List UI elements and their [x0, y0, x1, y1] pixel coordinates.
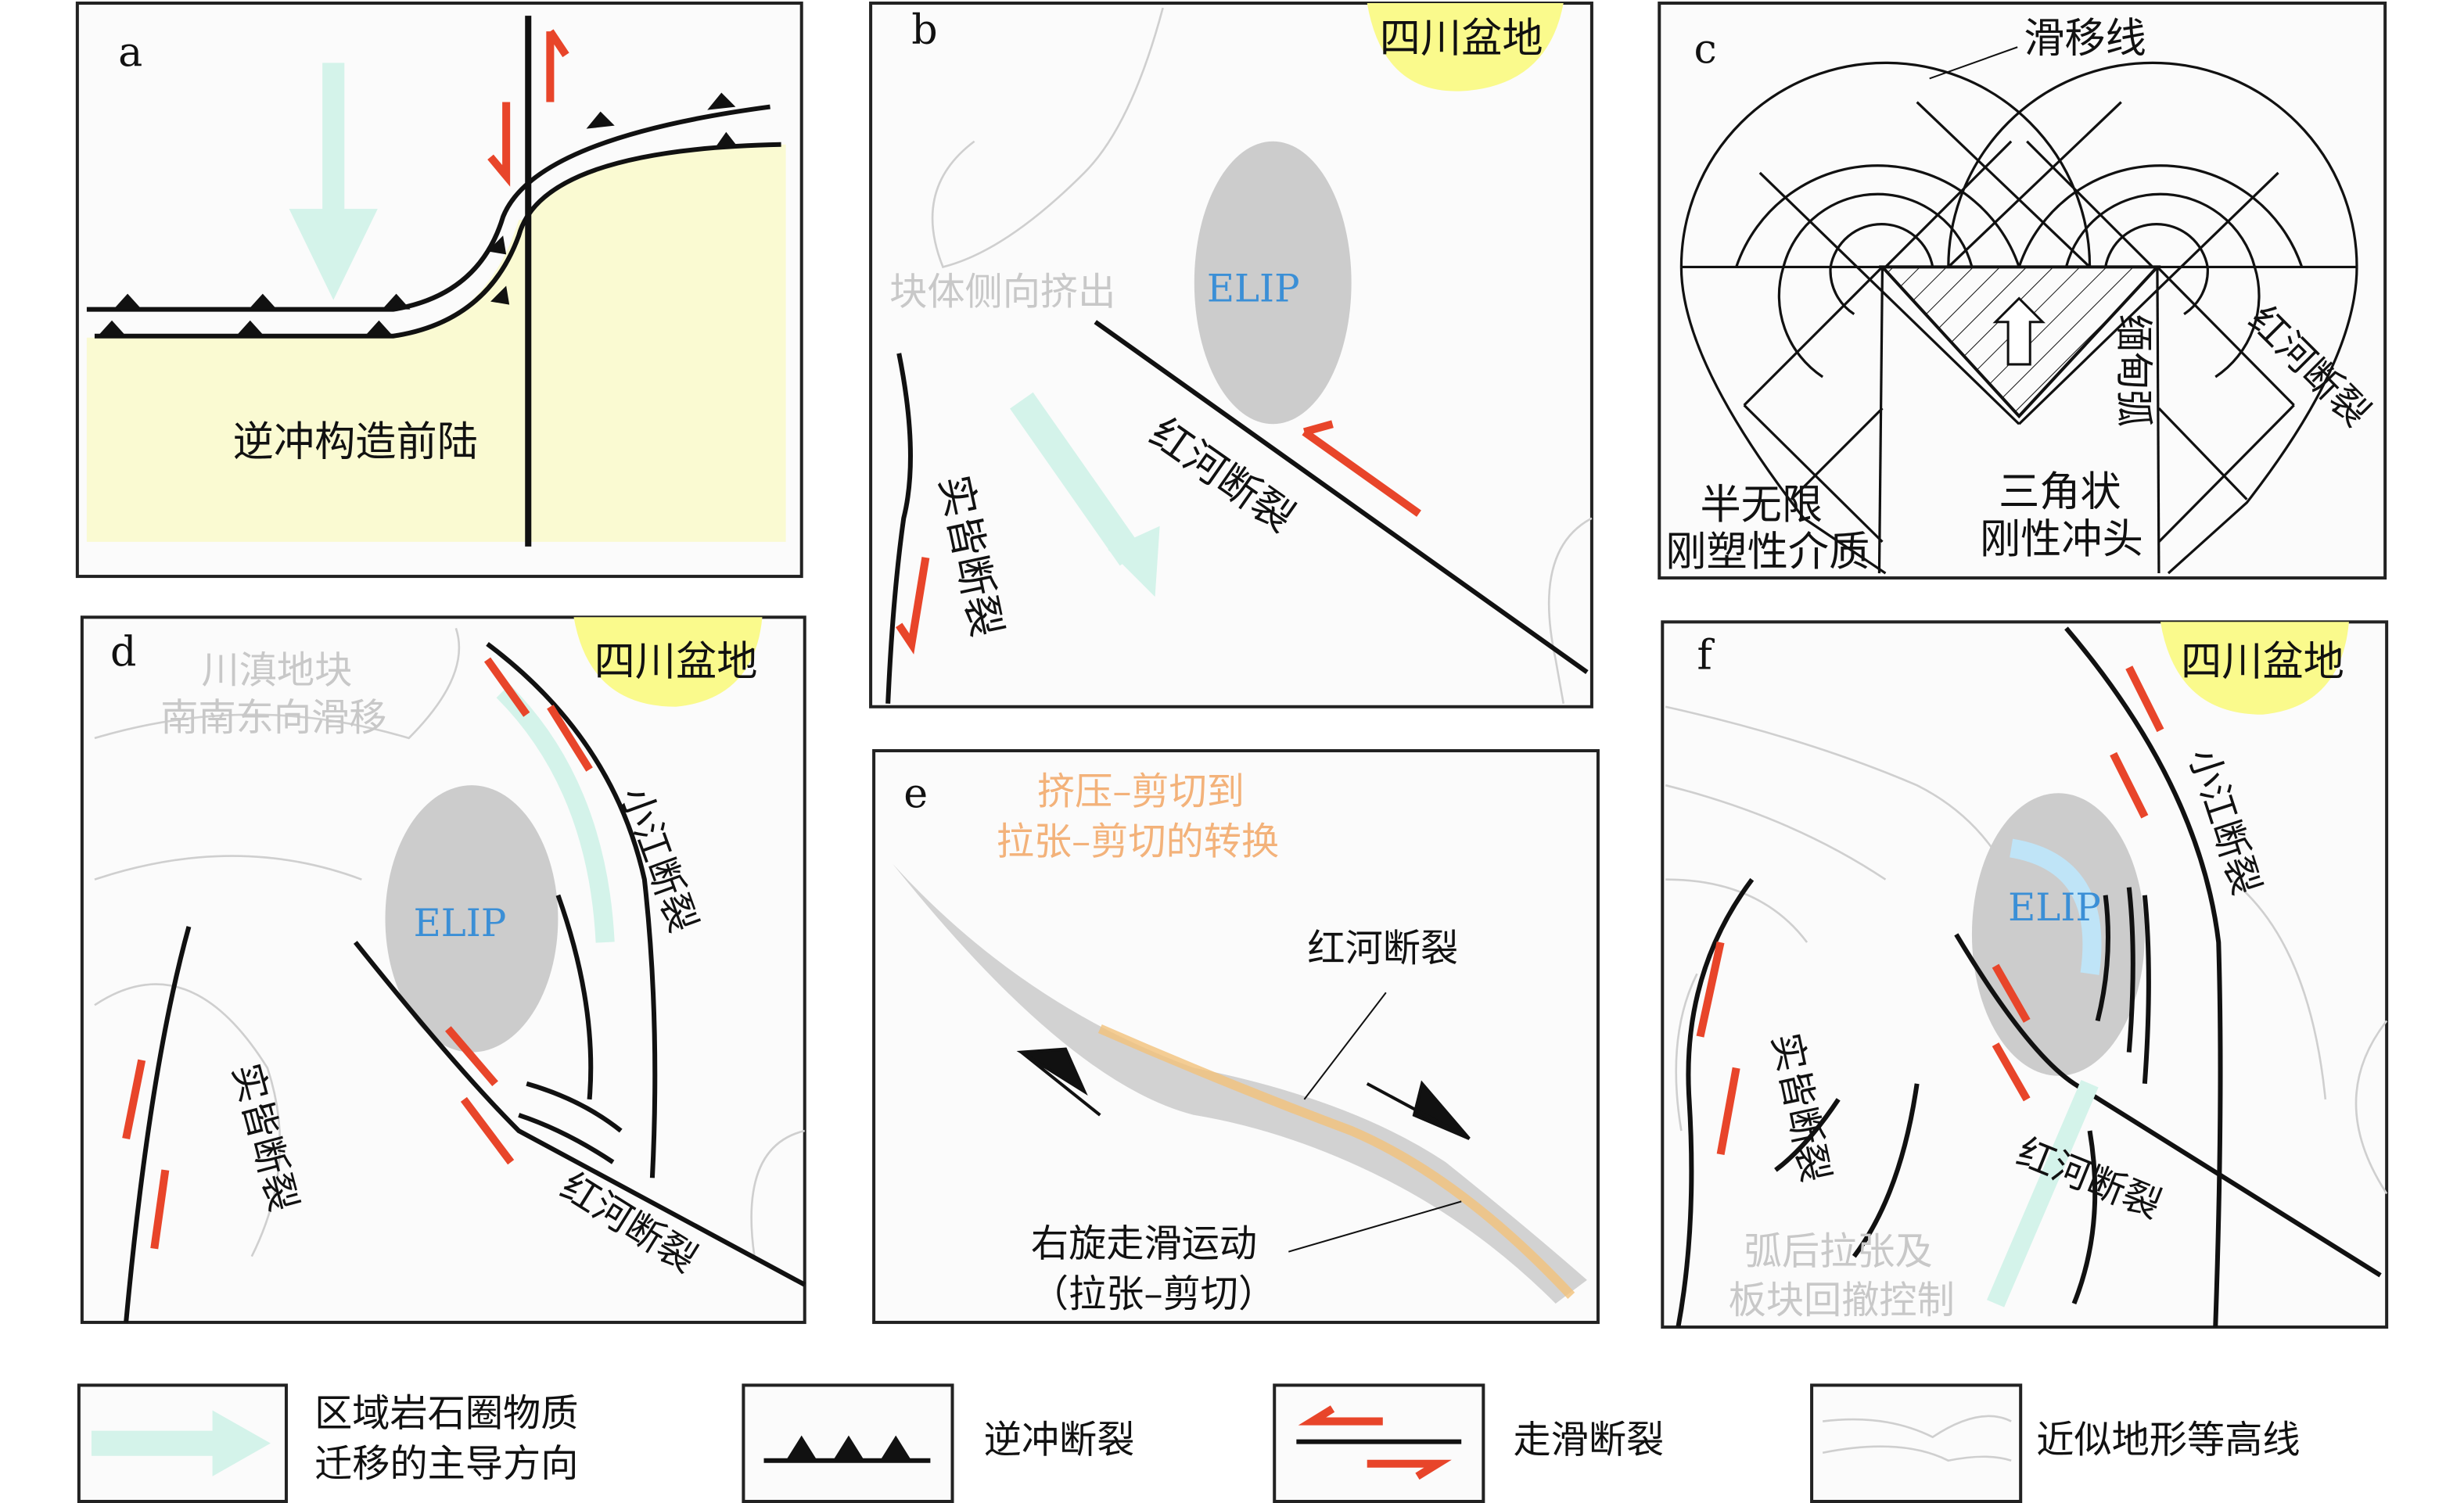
medium-label-2: 刚塑性介质 [1665, 529, 1870, 576]
svg-text:区域岩石圈物质: 区域岩石圈物质 [314, 1392, 578, 1436]
elip-label: ELIP [1207, 267, 1300, 311]
extrusion-label: 块体侧向挤出 [889, 271, 1115, 314]
honghe-fault [1094, 320, 1589, 675]
thrust-fault-upper [86, 104, 770, 312]
svg-text:c: c [1694, 26, 1716, 73]
panel-f: f 四川盆地 ELIP 小江断裂 实皆断裂 红河断裂 弧后拉张及 板块回撤控制 [1661, 620, 2389, 1329]
strike-slip-arrow-up [546, 29, 569, 102]
svg-text:d: d [110, 630, 136, 676]
indenter-label-2: 刚性冲头 [1980, 516, 2143, 563]
strike-slip-arrow-down [487, 102, 511, 187]
svg-text:走滑断裂: 走滑断裂 [1513, 1419, 1664, 1462]
medium-label-1: 半无限 [1700, 482, 1823, 529]
indenter-arrow [1992, 296, 2046, 366]
basin-label: 四川盆地 [1380, 15, 1543, 62]
svg-text:b: b [911, 7, 937, 54]
transition-title-2: 拉张–剪切的转换 [997, 820, 1279, 864]
elip-area [1194, 141, 1352, 425]
flow-arrow [1010, 392, 1144, 566]
sagaing-fault [885, 353, 913, 704]
panel-c: c 滑移线 半无限 刚塑性介质 三角状 刚性冲头 缅甸弧 红河断裂 [1658, 2, 2387, 580]
svg-text:ELIP: ELIP [414, 902, 507, 945]
svg-text:ELIP: ELIP [2008, 886, 2101, 930]
svg-text:四川盆地: 四川盆地 [2181, 639, 2344, 686]
svg-text:e: e [903, 770, 928, 817]
svg-text:f: f [1697, 633, 1715, 680]
panel-e: e 挤压–剪切到 拉张–剪切的转换 红河断裂 右旋走滑运动 （拉张–剪切） [872, 748, 1600, 1325]
sichuan-basin [1367, 3, 1564, 91]
legend-contour-swatch [1810, 1383, 2023, 1503]
thrust-fault-lower [94, 142, 781, 339]
slipline-grid [1679, 61, 2358, 575]
panel-letter: a [118, 29, 142, 76]
panel-a: a 逆冲构造前陆 [75, 2, 803, 579]
panel-b: b 四川盆地 ELIP 块体侧向挤出 红河断裂 实皆断裂 [869, 2, 1593, 708]
indenter-label-1: 三角状 [1999, 469, 2121, 516]
svg-text:板块回撤控制: 板块回撤控制 [1729, 1279, 1955, 1322]
foreland-area [86, 144, 786, 542]
svg-text:四川盆地: 四川盆地 [594, 639, 758, 686]
svg-text:弧后拉张及: 弧后拉张及 [1744, 1230, 1933, 1274]
svg-text:近似地形等高线: 近似地形等高线 [2036, 1419, 2300, 1462]
xiaojiang-fault [486, 642, 658, 1178]
legend: 区域岩石圈物质 迁移的主导方向 逆冲断裂 走滑断裂 近似地形等高线 [77, 1383, 2301, 1503]
svg-text:（拉张–剪切）: （拉张–剪切） [1031, 1272, 1276, 1316]
svg-text:逆冲断裂: 逆冲断裂 [984, 1419, 1135, 1462]
svg-text:川滇地块: 川滇地块 [202, 649, 353, 693]
svg-text:迁移的主导方向: 迁移的主导方向 [314, 1442, 578, 1486]
honghe-fault [353, 941, 806, 1287]
transition-title-1: 挤压–剪切到 [1037, 769, 1245, 813]
strike-slip-arrow [1302, 420, 1421, 517]
thrust-teeth [97, 92, 738, 336]
svg-text:南南东向滑移: 南南东向滑移 [160, 696, 386, 740]
svg-text:红河断裂: 红河断裂 [1307, 927, 1458, 970]
slipline-label: 滑移线 [2024, 15, 2146, 62]
foreland-label: 逆冲构造前陆 [233, 418, 478, 465]
flow-arrow [289, 63, 378, 300]
burma-arc-label: 缅甸弧 [2112, 314, 2156, 428]
panel-d: d 四川盆地 川滇地块 南南东向滑移 ELIP 小江断裂 实皆断裂 红河断裂 [80, 615, 806, 1325]
svg-text:右旋走滑运动: 右旋走滑运动 [1031, 1222, 1257, 1266]
